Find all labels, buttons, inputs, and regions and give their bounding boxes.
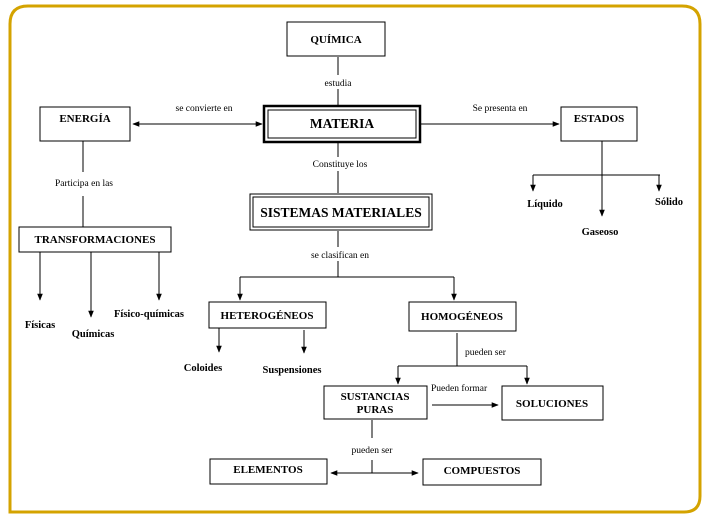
node-sistemas-materiales: SISTEMAS MATERIALES	[249, 193, 433, 231]
node-energia-label: ENERGÍA	[59, 113, 110, 125]
link-label-participa-en-las: Participa en las	[55, 179, 113, 189]
node-elementos: ELEMENTOS	[209, 458, 328, 485]
node-materia-label: MATERIA	[310, 116, 375, 131]
node-materia: MATERIA	[262, 104, 422, 144]
node-homogeneos: HOMOGÉNEOS	[408, 301, 517, 332]
node-compuestos: COMPUESTOS	[422, 458, 542, 486]
node-soluciones-label: SOLUCIONES	[516, 398, 588, 410]
link-label-constituye-los: Constituye los	[313, 160, 368, 170]
node-estados-label: ESTADOS	[574, 113, 625, 125]
leaf-gaseoso: Gaseoso	[582, 227, 619, 238]
node-quimica-label: QUÍMICA	[310, 34, 361, 46]
leaf-quimicas: Químicas	[72, 329, 115, 340]
link-label-estudia: estudia	[325, 79, 353, 89]
node-elementos-label: ELEMENTOS	[233, 464, 303, 476]
node-quimica: QUÍMICA	[286, 21, 386, 57]
link-label-se-clasifican-en: se clasifican en	[311, 250, 369, 261]
link-label-se-presenta-en: Se presenta en	[473, 104, 528, 114]
leaf-liquido: Líquido	[527, 199, 563, 210]
node-estados: ESTADOS	[560, 106, 638, 142]
node-transformaciones-label: TRANSFORMACIONES	[34, 234, 155, 246]
node-heterogeneos: HETEROGÉNEOS	[208, 301, 327, 329]
leaf-suspensiones: Suspensiones	[263, 365, 322, 376]
node-homogeneos-label: HOMOGÉNEOS	[421, 311, 503, 323]
leaf-coloides: Coloides	[184, 363, 223, 374]
link-label-pueden-ser-2: pueden ser	[352, 446, 394, 456]
leaf-solido: Sólido	[655, 197, 683, 208]
node-compuestos-label: COMPUESTOS	[444, 465, 521, 477]
node-heterogeneos-label: HETEROGÉNEOS	[221, 310, 314, 322]
node-transformaciones: TRANSFORMACIONES	[18, 226, 172, 253]
node-soluciones: SOLUCIONES	[501, 385, 604, 421]
link-label-pueden-ser-1: pueden ser	[465, 348, 507, 358]
node-sustancias-label-2: PURAS	[357, 404, 394, 416]
link-label-pueden-formar: Pueden formar	[431, 383, 488, 394]
leaf-fisico-quimicas: Físico-químicas	[114, 309, 184, 320]
frame-border	[8, 4, 702, 514]
node-sustancias-puras: SUSTANCIAS PURAS	[323, 385, 428, 420]
node-sistemas-label: SISTEMAS MATERIALES	[260, 205, 421, 220]
node-sustancias-label-1: SUSTANCIAS	[341, 391, 410, 403]
node-energia: ENERGÍA	[39, 106, 131, 142]
link-label-se-convierte-en: se convierte en	[176, 104, 233, 114]
leaf-fisicas: Físicas	[25, 320, 55, 331]
